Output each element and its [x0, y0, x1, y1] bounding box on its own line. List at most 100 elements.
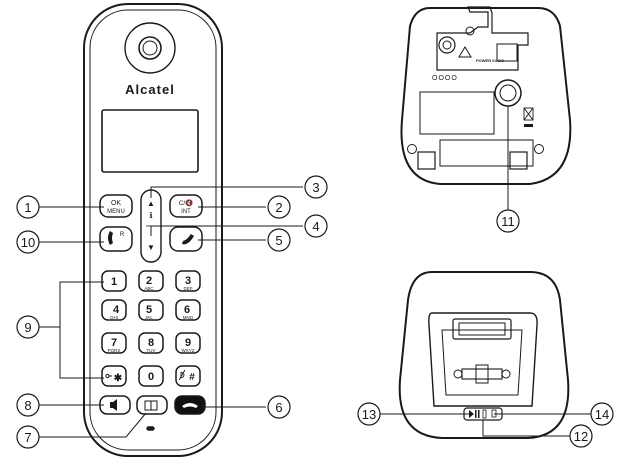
wall-mount-screw — [494, 79, 522, 107]
key-lock-icon — [105, 373, 112, 379]
callout-5: 5 — [275, 233, 282, 248]
hangup-key[interactable] — [174, 395, 206, 415]
phonebook-icon — [144, 400, 158, 411]
svg-text:WXYZ: WXYZ — [182, 348, 195, 353]
key-1[interactable] — [101, 270, 127, 292]
svg-text:ABC: ABC — [144, 286, 154, 291]
speaker-icon — [110, 399, 117, 411]
callout-13: 13 — [362, 407, 376, 422]
callout-numbers: 1 2 3 4 5 6 7 8 9 10 — [21, 180, 320, 445]
handset-slot — [452, 318, 512, 340]
send-key[interactable] — [169, 226, 203, 252]
mute-ring-icon — [178, 369, 186, 381]
svg-text:6: 6 — [184, 304, 190, 316]
svg-text:INT: INT — [181, 209, 191, 215]
polarity-plus-icon — [465, 26, 475, 36]
callout-7: 7 — [24, 430, 31, 445]
keypad — [101, 270, 201, 387]
weee-bin-icon — [523, 107, 534, 121]
svg-text:POWER 6V DC: POWER 6V DC — [476, 58, 504, 63]
warning-triangle-icon — [458, 46, 472, 58]
callout-11: 11 — [501, 214, 515, 229]
callout-2: 2 — [275, 200, 282, 215]
svg-text:0: 0 — [148, 371, 154, 383]
svg-text:✱: ✱ — [114, 373, 123, 384]
callout-4: 4 — [312, 219, 319, 234]
callout-circle-11 — [496, 209, 520, 233]
callout-leaders-base — [380, 413, 591, 437]
nav-up-glyph: ▲ — [147, 199, 155, 208]
callout-14: 14 — [595, 407, 609, 422]
svg-text:8: 8 — [148, 337, 154, 349]
handset-inner-frame — [89, 9, 217, 451]
callout-numbers-base: 12 13 14 — [362, 407, 609, 444]
phone-pickup-icon — [108, 231, 113, 245]
svg-text:OK: OK — [111, 200, 121, 207]
base-top-view — [398, 271, 570, 439]
cradle-well-inner — [441, 329, 523, 396]
callout-9: 9 — [24, 320, 31, 335]
callout-3: 3 — [312, 180, 319, 195]
foot-left — [417, 151, 436, 170]
keypad-labels: 1 2 ABC 3 DEF 4 GHI 5 JKL 6 MNO 7 PQRS 8… — [108, 275, 196, 384]
callout-8: 8 — [24, 398, 31, 413]
key-9[interactable] — [175, 332, 201, 354]
handset-display — [101, 109, 199, 173]
callout-circles-base — [357, 402, 614, 448]
svg-text:5: 5 — [146, 304, 152, 316]
handset — [83, 3, 223, 457]
base-top-glyphs — [469, 409, 497, 418]
cable-clip — [496, 43, 518, 62]
base-bottom-outline — [400, 7, 572, 185]
svg-text:4: 4 — [113, 304, 120, 316]
foot-right — [509, 151, 528, 170]
phone-send-icon — [182, 234, 194, 245]
power-socket — [438, 36, 456, 54]
key-7[interactable] — [101, 332, 127, 354]
svg-text:PQRS: PQRS — [108, 348, 121, 353]
handset-slot-inner — [458, 322, 506, 336]
vent-dots: OOOO — [432, 75, 458, 82]
play-pause-icon — [469, 410, 474, 418]
key-6[interactable] — [175, 299, 201, 321]
svg-text:GHI: GHI — [110, 315, 118, 320]
power-socket-area — [436, 6, 529, 71]
svg-text:1: 1 — [111, 276, 117, 288]
key-8[interactable] — [138, 332, 164, 354]
callout-circles — [16, 175, 328, 449]
key-0[interactable] — [138, 365, 164, 387]
svg-text:#: # — [189, 372, 195, 383]
phonebook-key[interactable] — [136, 395, 168, 415]
pickup-key[interactable]: R — [99, 226, 133, 252]
base-top-outline — [398, 271, 570, 439]
speaker-key[interactable] — [99, 395, 131, 415]
screw-right — [534, 144, 544, 154]
clear-int-key[interactable]: C/🔇 INT — [169, 194, 203, 218]
svg-text:2: 2 — [146, 275, 152, 287]
callout-1: 1 — [24, 200, 31, 215]
svg-text:DEF: DEF — [184, 286, 193, 291]
nav-person-glyph: ℹ — [149, 211, 152, 220]
handset-outer-shell — [83, 3, 223, 457]
svg-text:JKL: JKL — [145, 315, 153, 320]
earpiece-icon — [124, 22, 176, 74]
svg-text:7: 7 — [111, 337, 117, 349]
label-plate — [419, 91, 495, 135]
microphone-slot — [146, 426, 155, 431]
base-power-label: POWER 6V DC — [476, 58, 504, 63]
key-3[interactable] — [175, 270, 201, 292]
callout-10: 10 — [21, 235, 35, 250]
key-2[interactable] — [138, 270, 164, 292]
ok-menu-key[interactable]: OK MENU — [99, 194, 133, 218]
callout-12: 12 — [574, 429, 588, 444]
svg-text:MENU: MENU — [107, 209, 125, 215]
label-plate-lower — [439, 139, 534, 167]
screw-left — [407, 144, 417, 154]
brand-logo: Alcatel — [125, 82, 175, 97]
key-4[interactable] — [101, 299, 127, 321]
key-5[interactable] — [138, 299, 164, 321]
key-hash[interactable] — [175, 365, 201, 387]
cradle-well — [428, 312, 538, 407]
key-star[interactable] — [101, 365, 127, 387]
